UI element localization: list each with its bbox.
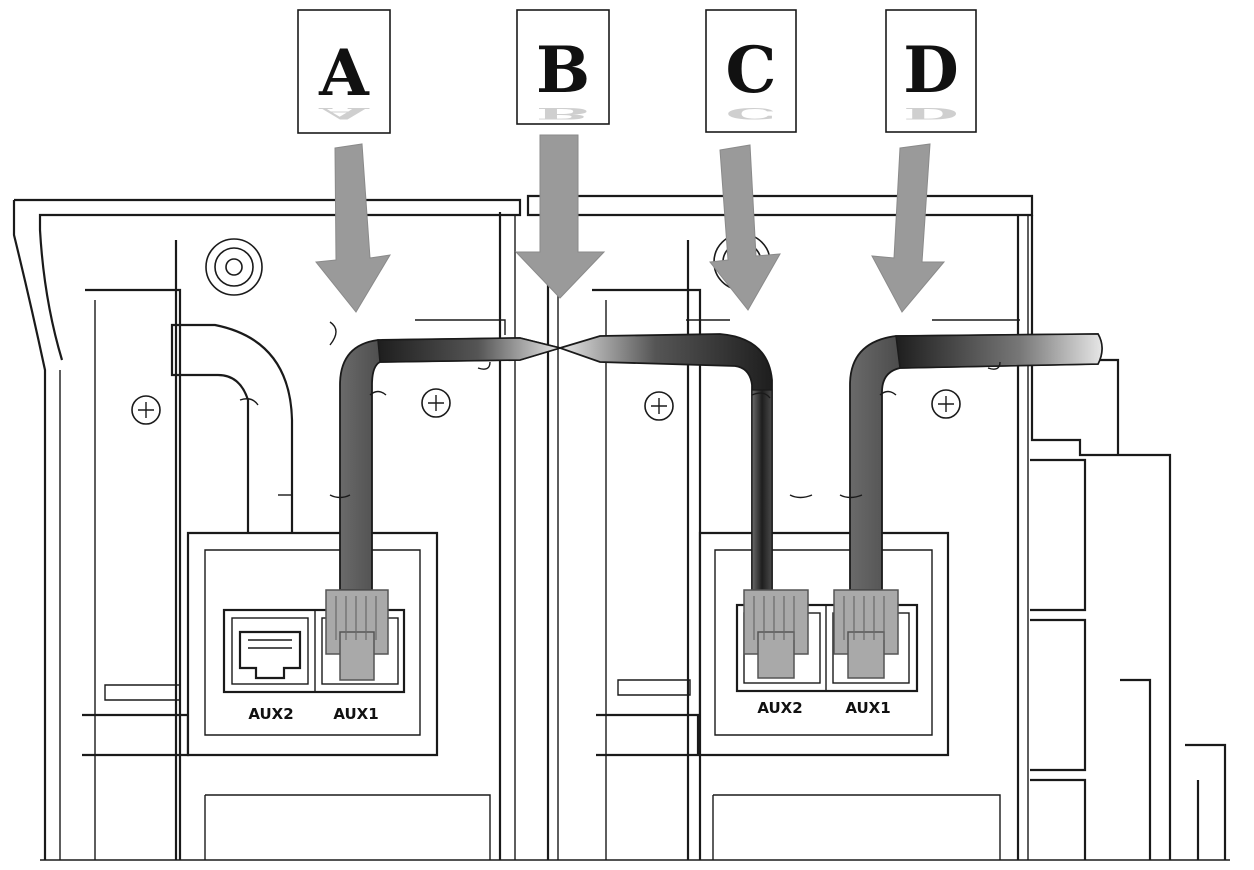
cable-a: [339, 337, 564, 591]
plug-left-aux1: [325, 589, 389, 681]
right-housing: [526, 194, 1034, 860]
aux1-label-right: AUX1: [845, 699, 890, 717]
callout-a-label: A: [318, 36, 370, 111]
callout-b-reflection: B: [536, 104, 590, 123]
left-port-panel: AUX2 AUX1: [186, 531, 491, 860]
cable-guides: [329, 319, 1020, 499]
aux2-jack-left[interactable]: [231, 617, 309, 685]
aux2-label-right: AUX2: [757, 699, 802, 717]
screw-left-module-1: [131, 395, 161, 425]
callout-a-reflection: A: [318, 104, 370, 123]
callout-d: D D: [885, 9, 977, 133]
callout-c: C C: [705, 9, 797, 133]
callout-c-label: C: [726, 33, 777, 108]
screw-right-module-2: [931, 389, 961, 419]
callout-b: B B: [516, 9, 610, 125]
aux1-label-left: AUX1: [333, 705, 378, 723]
cable-channel-left-empty: [170, 323, 294, 547]
aux2-label-left: AUX2: [248, 705, 293, 723]
arrow-c: [709, 144, 781, 311]
callout-b-label: B: [536, 33, 590, 108]
cable-d: [849, 333, 1103, 591]
right-side-bracket: [1030, 215, 1227, 860]
screw-left-module-2: [421, 388, 451, 418]
callout-c-reflection: C: [726, 104, 777, 123]
callout-d-reflection: D: [903, 104, 958, 123]
knob-left: [205, 238, 263, 296]
plug-right-aux2: [743, 589, 809, 679]
arrow-d: [871, 143, 946, 313]
callout-d-label: D: [903, 33, 959, 108]
left-housing: [12, 198, 522, 860]
callout-a: A A: [297, 9, 391, 134]
plug-right-aux1: [833, 589, 899, 679]
arrow-b: [514, 134, 606, 299]
screw-right-module-1: [644, 391, 674, 421]
arrow-a: [315, 143, 391, 313]
